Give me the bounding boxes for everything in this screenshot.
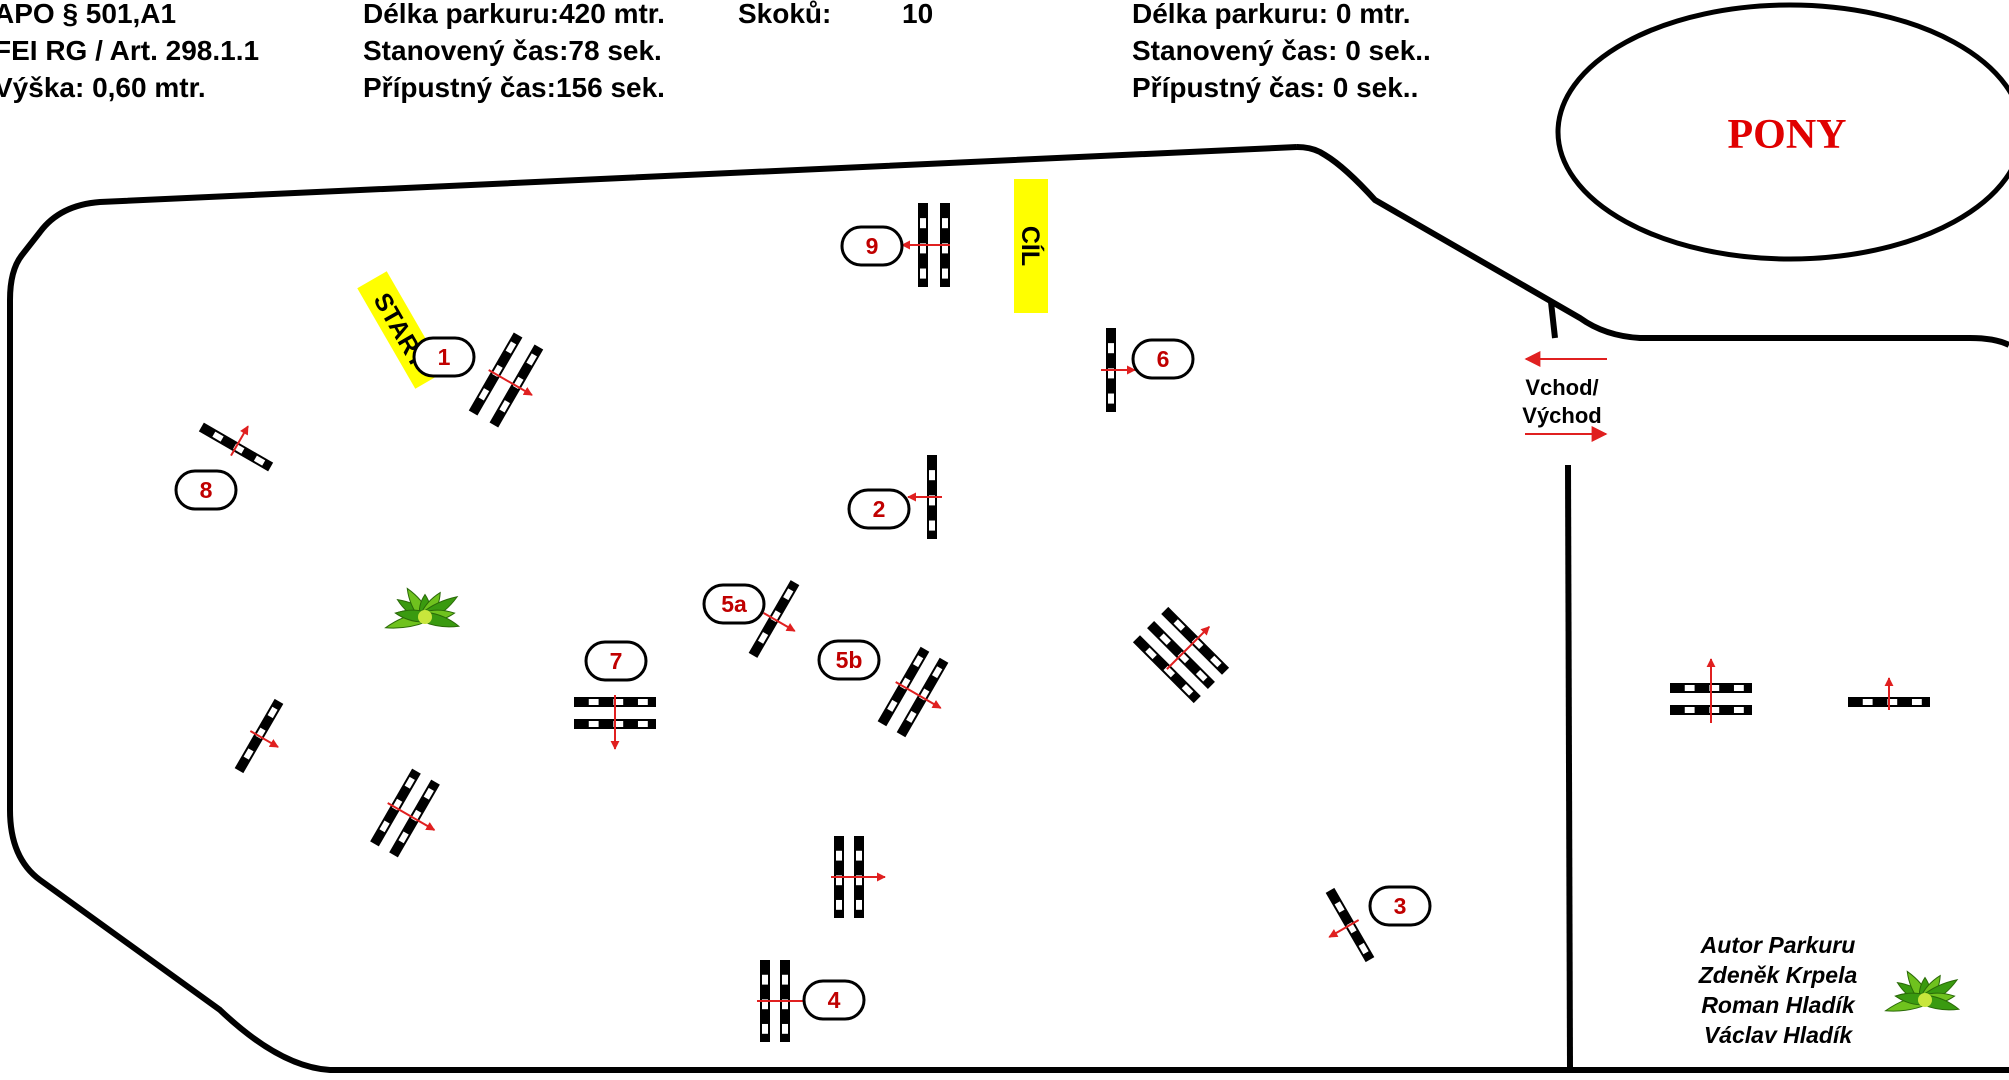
jump-number-text: 6 xyxy=(1157,346,1170,372)
jump-number-4: 4 xyxy=(802,979,866,1021)
rule-fei: FEI RG / Art. 298.1.1 xyxy=(0,35,260,66)
finish-banner: CÍL xyxy=(1014,179,1048,313)
course-credits: Autor Parkuru Zdeněk Krpela Roman Hladík… xyxy=(1668,930,1888,1080)
obstacle-8 xyxy=(198,422,274,472)
jump-number-text: 5b xyxy=(836,647,863,673)
jump-number-2: 2 xyxy=(847,488,911,530)
obstacle-practice-b xyxy=(370,768,440,858)
credits-name-1: Zdeněk Krpela xyxy=(1698,962,1858,988)
finish-label: CÍL xyxy=(1016,226,1045,266)
obstacle-9 xyxy=(901,203,950,287)
time-allowed-2: Stanovený čas: 0 sek.. xyxy=(1132,35,1431,66)
competition-rules: APO § 501,A1 FEI RG / Art. 298.1.1 Výška… xyxy=(0,0,259,106)
jump-number-6: 6 xyxy=(1131,338,1195,380)
jump-direction-arrow xyxy=(763,612,796,632)
jump-direction-arrow xyxy=(488,369,533,396)
jump-number-text: 5a xyxy=(721,591,747,617)
jump-number-text: 4 xyxy=(828,987,841,1013)
obstacle-5a xyxy=(748,580,800,658)
credits-name-3: Václav Hladík xyxy=(1703,1022,1853,1048)
rule-apo: APO § 501,A1 xyxy=(0,0,177,29)
jump-number-1: 1 xyxy=(412,336,476,378)
obstacle-2 xyxy=(907,455,942,539)
jump-direction-arrow xyxy=(1328,919,1360,938)
obstacle-4 xyxy=(757,960,820,1042)
jump-direction-arrow xyxy=(895,681,942,709)
jump-number-text: 2 xyxy=(873,496,886,522)
arena-boundary xyxy=(7,144,2009,1073)
obstacle-7 xyxy=(574,695,656,750)
credits-name-2: Roman Hladík xyxy=(1701,992,1855,1018)
jump-number-7: 7 xyxy=(584,640,648,682)
jump-number-5b: 5b xyxy=(817,639,881,681)
course-info-round2: Délka parkuru: 0 mtr. Stanovený čas: 0 s… xyxy=(1132,0,1431,106)
jump-number-text: 8 xyxy=(200,477,213,503)
warmup-divider xyxy=(1565,464,1573,1071)
jump-number-text: 9 xyxy=(866,233,879,259)
exit-label: Východ xyxy=(1522,403,1601,428)
obstacle-3 xyxy=(1325,887,1375,963)
pony-label: PONY xyxy=(1728,112,1847,158)
jump-direction-arrow xyxy=(249,730,279,748)
obstacle-1 xyxy=(468,332,544,428)
credits-title: Autor Parkuru xyxy=(1700,932,1856,958)
jump-number-5a: 5a xyxy=(702,583,766,625)
plant-decoration xyxy=(384,587,461,629)
warmup-vertical xyxy=(1848,677,1930,710)
rule-height: Výška: 0,60 mtr. xyxy=(0,72,206,103)
time-limit: Přípustný čas:156 sek. xyxy=(363,72,665,103)
jumps-count-value: 10 xyxy=(902,0,934,29)
entrance-label: Vchod/ xyxy=(1525,375,1598,400)
course-length-2: Délka parkuru: 0 mtr. xyxy=(1132,0,1411,29)
course-length: Délka parkuru:420 mtr. xyxy=(363,0,665,29)
jump-number-text: 3 xyxy=(1394,893,1407,919)
jump-number-text: 1 xyxy=(438,344,451,370)
jump-number-3: 3 xyxy=(1368,885,1432,927)
obstacle-practice-d xyxy=(1132,606,1230,704)
jump-direction-arrow xyxy=(230,425,249,457)
arena-boundary-top-right xyxy=(1296,144,2009,348)
plant-decoration-credits xyxy=(1884,970,1961,1012)
gate-post xyxy=(1548,301,1558,339)
pony-area xyxy=(1555,2,2009,262)
obstacle-practice-a xyxy=(234,698,284,774)
warmup-oxer xyxy=(1670,658,1752,723)
obstacle-5b xyxy=(877,646,949,738)
jump-number-9: 9 xyxy=(840,225,904,267)
jump-direction-arrow xyxy=(1166,626,1210,670)
obstacle-practice-c xyxy=(831,836,886,918)
credits-dots: ……..……… xyxy=(1714,1052,1842,1078)
course-info-round1: Délka parkuru:420 mtr. Stanovený čas:78 … xyxy=(363,0,665,106)
time-limit-2: Přípustný čas: 0 sek.. xyxy=(1132,72,1419,103)
obstacle-6 xyxy=(1101,328,1136,412)
jump-direction-arrow xyxy=(387,802,436,831)
jump-number-text: 7 xyxy=(610,648,623,674)
jumps-count-label: Skoků: xyxy=(738,0,832,29)
time-allowed: Stanovený čas:78 sek. xyxy=(363,35,662,66)
jump-number-8: 8 xyxy=(174,469,238,511)
